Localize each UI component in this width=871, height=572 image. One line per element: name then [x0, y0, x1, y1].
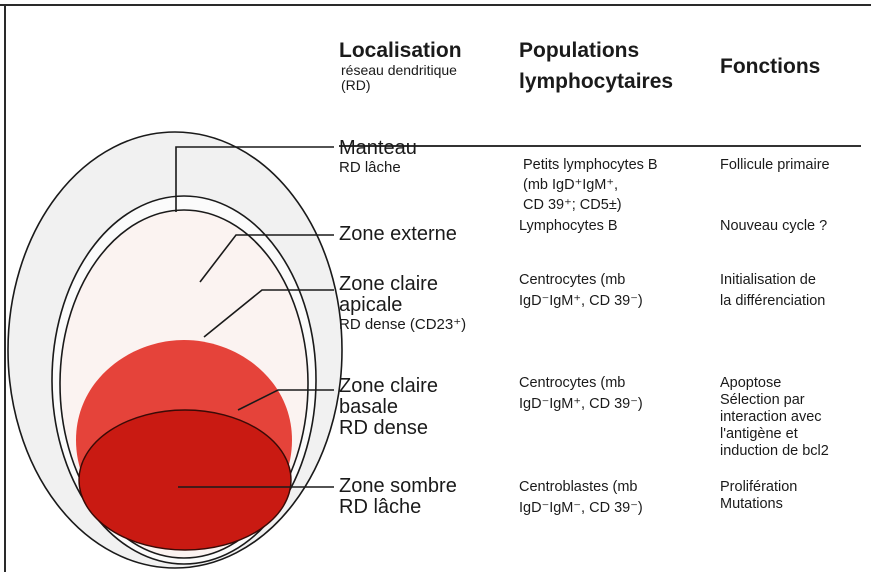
- zone-label-claire-apicale: Zone claire apicale RD dense (CD23⁺): [339, 274, 466, 333]
- header-localisation-sub-2: (RD): [341, 78, 371, 93]
- zone-label-sombre: Zone sombre RD lâche: [339, 476, 457, 518]
- header-populations-2: lymphocytaires: [519, 70, 673, 93]
- population-externe: Lymphocytes B: [519, 218, 618, 235]
- function-externe: Nouveau cycle ?: [720, 218, 827, 235]
- function-claire-apicale: Initialisation de la différenciation: [720, 272, 825, 310]
- population-line: CD 39⁺; CD5±): [523, 197, 658, 214]
- population-manteau: Petits lymphocytes B (mb IgD⁺IgM⁺, CD 39…: [523, 157, 658, 214]
- zone-label-manteau: Manteau RD lâche: [339, 138, 417, 176]
- function-line: Follicule primaire: [720, 157, 830, 174]
- header-localisation: Localisation: [339, 39, 462, 62]
- function-line: induction de bcl2: [720, 443, 829, 460]
- function-line: Initialisation de: [720, 272, 825, 289]
- zone-rd: RD lâche: [339, 159, 417, 176]
- zone-name: Manteau: [339, 138, 417, 159]
- zone-rd: RD lâche: [339, 497, 457, 518]
- zone-name: Zone claire: [339, 376, 438, 397]
- zone-name: Zone sombre: [339, 476, 457, 497]
- function-line: interaction avec: [720, 409, 829, 426]
- population-claire-basale: Centrocytes (mb IgD⁻IgM⁺, CD 39⁻): [519, 375, 643, 413]
- zone-name: Zone externe: [339, 224, 457, 245]
- population-line: IgD⁻IgM⁻, CD 39⁻): [519, 500, 643, 517]
- function-line: Apoptose: [720, 375, 829, 392]
- function-manteau: Follicule primaire: [720, 157, 830, 174]
- function-line: Sélection par: [720, 392, 829, 409]
- zone-name: apicale: [339, 295, 466, 316]
- header-fonctions: Fonctions: [720, 55, 820, 78]
- zone-label-externe: Zone externe: [339, 224, 457, 245]
- dark-zone: [79, 410, 291, 550]
- function-line: la différenciation: [720, 293, 825, 310]
- zone-name: basale: [339, 397, 438, 418]
- function-line: Mutations: [720, 496, 797, 513]
- population-line: Centroblastes (mb: [519, 479, 643, 496]
- header-localisation-sub-1: réseau dendritique: [341, 63, 457, 78]
- population-claire-apicale: Centrocytes (mb IgD⁻IgM⁺, CD 39⁻): [519, 272, 643, 310]
- population-line: Lymphocytes B: [519, 218, 618, 235]
- population-sombre: Centroblastes (mb IgD⁻IgM⁻, CD 39⁻): [519, 479, 643, 517]
- population-line: (mb IgD⁺IgM⁺,: [523, 177, 658, 194]
- population-line: Centrocytes (mb: [519, 272, 643, 289]
- function-line: l'antigène et: [720, 426, 829, 443]
- header-rule: [339, 145, 861, 147]
- zone-rd: RD dense: [339, 418, 438, 439]
- function-line: Nouveau cycle ?: [720, 218, 827, 235]
- population-line: Petits lymphocytes B: [523, 157, 658, 174]
- population-line: IgD⁻IgM⁺, CD 39⁻): [519, 293, 643, 310]
- function-claire-basale: Apoptose Sélection par interaction avec …: [720, 375, 829, 460]
- zone-label-claire-basale: Zone claire basale RD dense: [339, 376, 438, 439]
- population-line: Centrocytes (mb: [519, 375, 643, 392]
- zone-rd: RD dense (CD23⁺): [339, 316, 466, 333]
- header-populations-1: Populations: [519, 39, 639, 62]
- function-line: Prolifération: [720, 479, 797, 496]
- population-line: IgD⁻IgM⁺, CD 39⁻): [519, 396, 643, 413]
- function-sombre: Prolifération Mutations: [720, 479, 797, 513]
- zone-name: Zone claire: [339, 274, 466, 295]
